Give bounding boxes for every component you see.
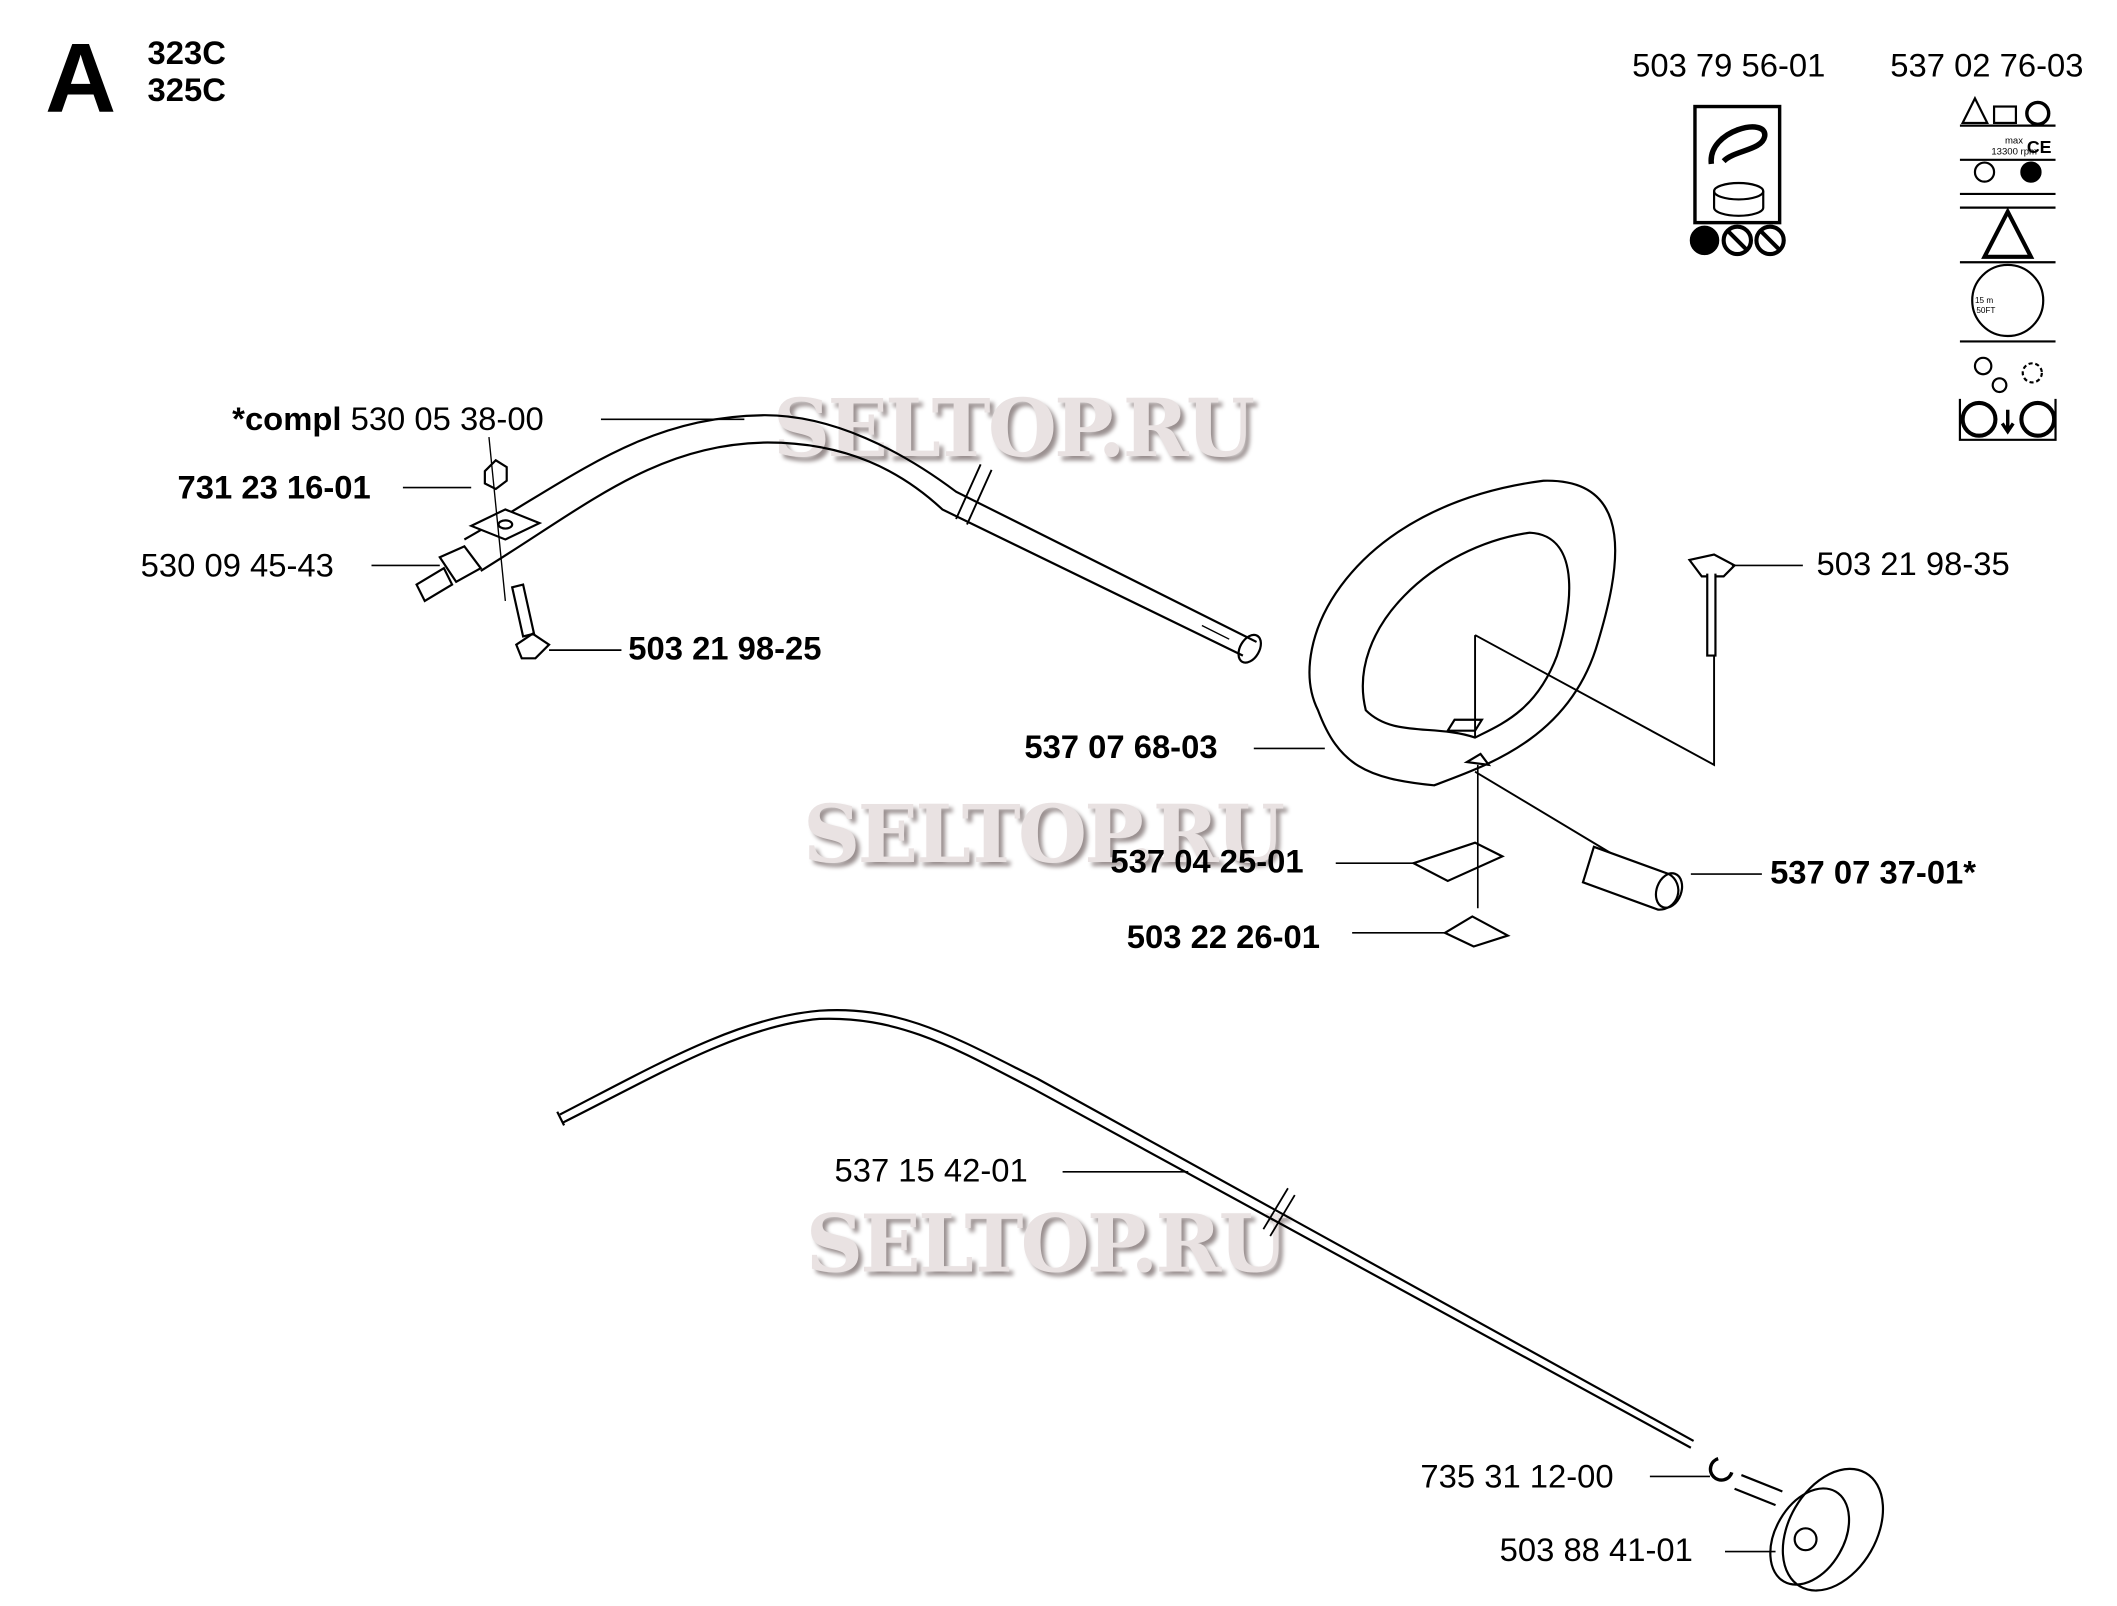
part-label-clamp: 537 04 25-01 <box>1110 844 1304 881</box>
svg-text:CE: CE <box>2027 137 2052 157</box>
decal-part-number-1: 503 79 56-01 <box>1632 47 1826 85</box>
drive-cable <box>556 1009 1695 1449</box>
model-325c: 325C <box>147 72 226 110</box>
compl-prefix: *compl <box>232 401 342 439</box>
leader-lines <box>371 418 1803 1553</box>
loop-handle <box>1308 479 1737 855</box>
part-label-sleeve: 537 07 37-01* <box>1770 854 1977 892</box>
part-label-shaft-complete: *compl 530 05 38-00 <box>232 404 544 437</box>
part-label-threaded-end: 530 09 45-43 <box>140 547 334 585</box>
shaft-end-fittings <box>415 436 551 660</box>
decal-part-number-2: 537 02 76-03 <box>1890 47 2084 85</box>
part-label-loop-handle: 537 07 68-03 <box>1024 729 1218 767</box>
svg-text:13300 rpm: 13300 rpm <box>1991 146 2037 157</box>
trimmer-head-decal-icon <box>1689 104 1786 257</box>
part-label-circlip: 735 31 12-00 <box>1420 1458 1614 1496</box>
watermark: SELTOP.RU <box>773 382 1255 476</box>
svg-text:15 m: 15 m <box>1975 296 1993 305</box>
watermark: SELTOP.RU <box>805 1197 1288 1291</box>
section-letter: A <box>45 24 117 134</box>
part-label-nut: 731 23 16-01 <box>177 469 371 507</box>
part-label-clutch-drum: 503 88 41-01 <box>1499 1532 1693 1570</box>
svg-text:50FT: 50FT <box>1976 306 1995 315</box>
svg-text:max: max <box>2005 135 2023 146</box>
model-323c: 323C <box>147 35 226 73</box>
safety-warning-decal-icon: max 13300 rpm CE 15 m 50FT <box>1958 95 2057 441</box>
clamp-parts <box>1410 764 1684 948</box>
part-label-screw: 503 21 98-25 <box>628 630 822 668</box>
part-label-wing-nut: 503 22 26-01 <box>1126 919 1321 957</box>
clutch-drum <box>1708 1457 1885 1592</box>
watermark: SELTOP.RU <box>803 788 1285 881</box>
part-label-drive-cable: 537 15 42-01 <box>834 1152 1028 1190</box>
part-label-handle-screw: 503 21 98-35 <box>1816 546 2010 584</box>
part-number: 530 05 38-00 <box>350 401 544 439</box>
shaft-tube <box>463 414 1262 664</box>
